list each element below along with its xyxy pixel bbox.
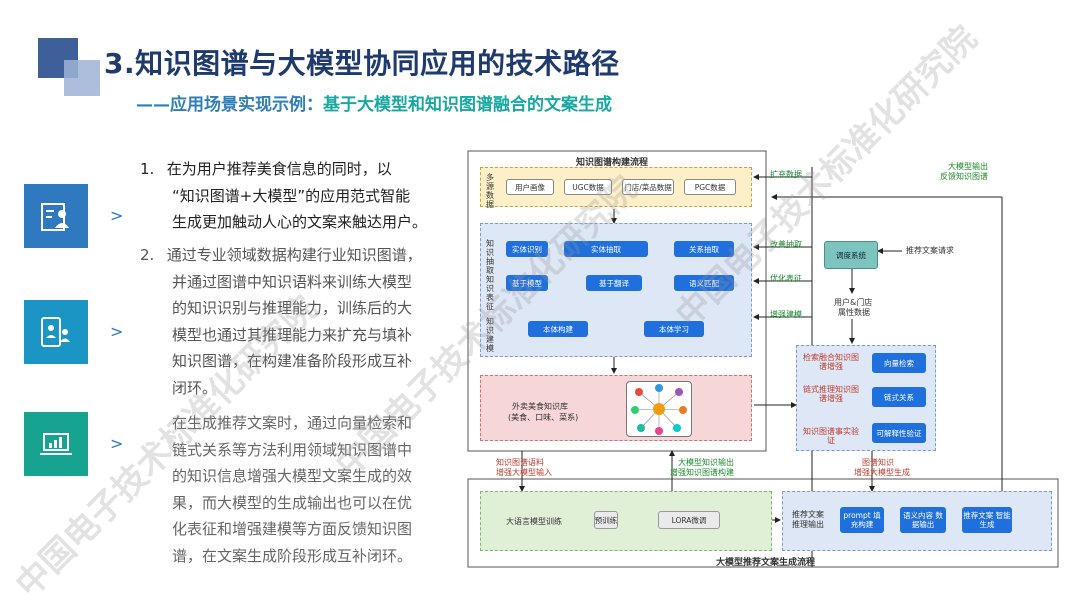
node-semantic-matching: 语义匹配 — [674, 275, 734, 291]
node-copy-generation: 推荐文案 智能生成 — [962, 507, 1012, 533]
node-chain-relation: 链式关系 — [872, 387, 926, 407]
kg-enhance-label-1: 图谱知识 — [862, 458, 894, 467]
paragraph-2-line-2: 并通过图谱中知识语料来训练大模型 — [172, 272, 413, 291]
user-store-label-1: 用户&门店 — [834, 298, 873, 307]
side-label-expand-data: 扩充数据 — [770, 170, 802, 179]
llm-output-label-2: 反馈知识图谱 — [940, 172, 988, 181]
paragraph-3-line-2: 链式关系等方法利用领域知识图谱中 — [172, 440, 413, 459]
subtitle-main: 基于大模型和知识图谱融合的文案生成 — [323, 95, 612, 115]
node-lora-finetune: LORA微调 — [658, 511, 720, 529]
row-label-represent: 知识表征 — [486, 275, 494, 311]
paragraph-2-line-3: 的知识识别与推理能力，训练后的大 — [172, 299, 413, 317]
side-label-improve-extract: 改善抽取 — [770, 240, 802, 249]
user-store-label-2: 属性数据 — [838, 308, 870, 317]
paragraph-3-line-3: 的知识信息增强大模型文案生成的效 — [172, 467, 413, 485]
node-ontology-learning: 本体学习 — [644, 321, 704, 337]
aug-label-retrieval: 检索融合知识图谱增强 — [803, 353, 859, 371]
paragraph-1-number: 1. — [140, 160, 155, 178]
request-label: 推荐文案请求 — [906, 246, 954, 255]
paragraph-1-line-2: “知识图谱+大模型”的应用范式智能 — [172, 186, 411, 205]
aug-label-fact-check: 知识图谱事实验证 — [803, 427, 859, 445]
paragraph-2-line-1: 通过专业领域数据构建行业知识图谱， — [166, 246, 422, 264]
row-label-model: 知识建模 — [486, 317, 494, 353]
paragraph-3-line-6: 谱，在文案生成阶段形成互补闭环。 — [172, 546, 413, 565]
llm-out-label-2: 增强知识图谱构建 — [670, 468, 734, 477]
side-label-enhance-model: 增强建模 — [770, 310, 802, 319]
document-user-icon — [24, 184, 88, 248]
sources-label: 多源数据 — [486, 173, 494, 209]
aug-label-chain: 链式推理知识图谱增强 — [803, 385, 859, 403]
source-user-profile: 用户画像 — [506, 179, 554, 195]
gen-label-1: 推荐文案 — [792, 510, 824, 519]
item-2-arrow: > — [110, 322, 124, 341]
node-relation-extraction: 关系抽取 — [674, 241, 734, 257]
laptop-chart-icon — [24, 412, 88, 476]
paragraph-1-line-3: 生成更加触动人心的文案来触达用户。 — [172, 213, 428, 231]
node-ontology-construction: 本体构建 — [528, 321, 588, 337]
paragraph-3-line-4: 果，而大模型的生成输出也可以在优 — [172, 493, 413, 512]
item-3-arrow: > — [110, 434, 124, 453]
paragraph-1-line-1: 在为用户推荐美食信息的同时，以 — [166, 160, 392, 178]
paragraph-3-line-5: 化表征和增强建模等方面反馈知识图 — [172, 520, 413, 538]
llm-flow-title: 大模型推荐文案生成流程 — [716, 558, 816, 568]
row-label-extract: 知识抽取 — [486, 239, 494, 275]
paragraph-2: 2. 通过专业领域数据构建行业知识图谱， 并通过图谱中知识语料来训练大模型 的知… — [140, 242, 450, 401]
subtitle-prefix: ——应用场景实现示例： — [136, 95, 323, 115]
node-semantic-output: 语义内容 数据输出 — [900, 507, 946, 533]
knowledge-graph-thumbnail — [626, 381, 692, 437]
tablet-profile-icon — [24, 300, 88, 364]
architecture-diagram: 知识图谱构建流程 多源数据 用户画像 UGC数据 门店/菜品数据 PGC数据 知… — [462, 147, 1064, 572]
paragraph-2-line-4: 模型也通过其推理能力来扩充与填补 — [172, 325, 413, 344]
knowledge-base-band — [480, 375, 752, 441]
node-vector-retrieval: 向量检索 — [872, 353, 926, 373]
node-entity-extraction: 实体抽取 — [564, 241, 648, 257]
kg-flow-title: 知识图谱构建流程 — [576, 158, 649, 168]
kb-label-1: 外卖美食知识库 — [512, 402, 568, 411]
title-decoration-overlay — [64, 60, 100, 96]
paragraph-2-line-6: 闭环。 — [172, 378, 218, 397]
kg-enhance-label-2: 增强大模型生成 — [854, 468, 910, 477]
knowledge-graph-icon — [631, 384, 687, 435]
side-label-optimize-represent: 优化表征 — [770, 274, 802, 283]
llm-output-label-1: 大模型输出 — [948, 162, 988, 171]
llm-training-band — [480, 491, 772, 551]
kg-corpus-label-2: 增强大模型输入 — [496, 468, 552, 477]
node-pretrain: 预训练 — [594, 511, 618, 529]
page-title: 3.知识图谱与大模型协同应用的技术路径 — [104, 47, 620, 80]
dispatch-system: 调度系统 — [824, 241, 878, 269]
llm-out-label-1: 大模型知识输出 — [678, 458, 734, 467]
paragraph-3: 在生成推荐文案时，通过向量检索和 链式关系等方法利用领域知识图谱中 的知识信息增… — [140, 410, 450, 569]
node-explainability-check: 可解释性验证 — [872, 423, 926, 443]
node-model-based: 基于模型 — [506, 275, 548, 291]
node-entity-recognition: 实体识别 — [506, 241, 548, 257]
source-store-dish: 门店/菜品数据 — [622, 179, 674, 195]
paragraph-2-line-5: 知识图谱，在构建准备阶段形成互补 — [172, 352, 413, 370]
paragraph-2-number: 2. — [140, 246, 155, 264]
kg-corpus-label-1: 知识图谱语料 — [496, 458, 544, 467]
item-1-arrow: > — [110, 206, 124, 225]
paragraph-3-line-1: 在生成推荐文案时，通过向量检索和 — [172, 414, 413, 432]
paragraph-1: 1. 在为用户推荐美食信息的同时，以 “知识图谱+大模型”的应用范式智能 生成更… — [140, 156, 450, 236]
source-pgc: PGC数据 — [684, 179, 736, 195]
llm-training-label: 大语言模型训练 — [506, 517, 562, 526]
source-ugc: UGC数据 — [564, 179, 612, 195]
node-translation-based: 基于翻译 — [586, 275, 642, 291]
gen-label-2: 推理输出 — [792, 520, 824, 529]
kb-label-2: (美食、口味、菜系) — [508, 413, 579, 422]
node-prompt-fill: prompt 填充构建 — [840, 507, 884, 533]
page-subtitle: ——应用场景实现示例：基于大模型和知识图谱融合的文案生成 — [136, 90, 612, 115]
